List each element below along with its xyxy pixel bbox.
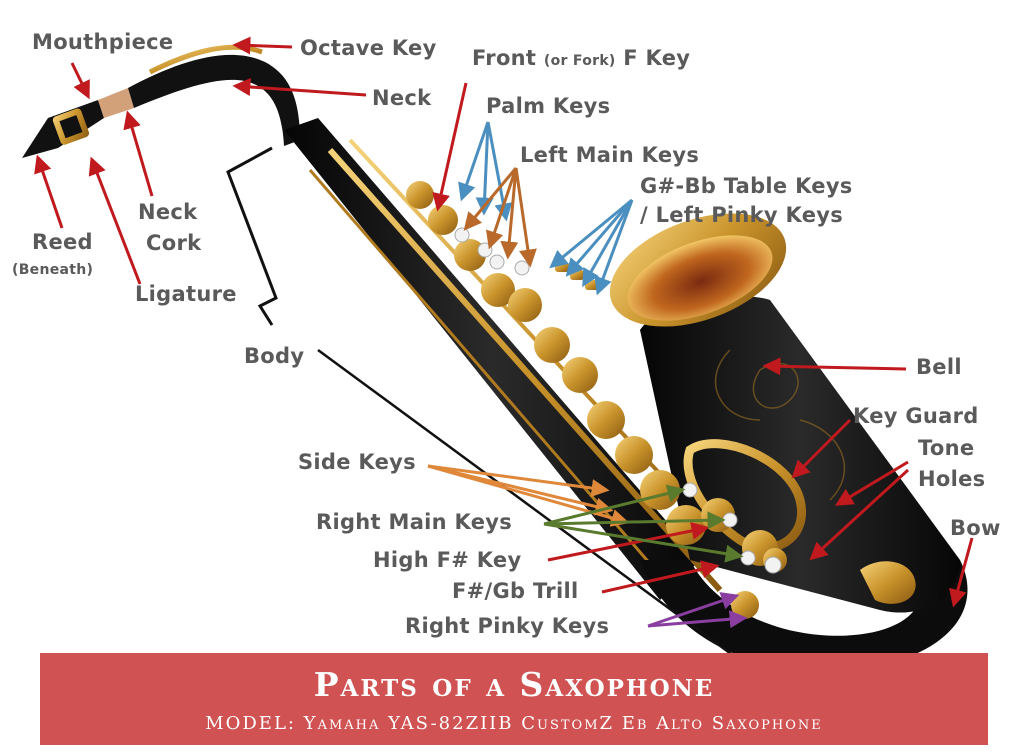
label-bell: Bell [916, 355, 962, 379]
label-left-main-keys: Left Main Keys [520, 143, 700, 167]
label-g-sharp-bb-line1: G#-Bb Table Keys [640, 174, 853, 198]
body-bracket [226, 146, 278, 326]
arrow-bow [949, 537, 974, 608]
label-tone-holes-line2: Holes [918, 467, 986, 491]
label-front-f-key-a: Front [472, 46, 537, 70]
banner-subtitle: MODEL: Yamaha YAS-82ZIIB CustomZ Eb Alto… [205, 713, 823, 734]
arrow-key-guard [791, 418, 852, 479]
arrow-neck-cork [123, 110, 154, 197]
arrow-bell [762, 357, 907, 376]
label-body: Body [244, 344, 305, 368]
arrow-octave-key [232, 36, 293, 55]
key-guard-shape [683, 439, 806, 553]
arrow-reed [34, 154, 64, 229]
label-tone-holes-line1: Tone [918, 436, 975, 460]
label-neck-cork-line2: Cork [146, 231, 202, 255]
label-front-f-key: Front (or Fork) F Key [472, 48, 690, 69]
label-palm-keys: Palm Keys [486, 94, 611, 118]
label-octave-key: Octave Key [300, 36, 437, 60]
arrow-mouthpiece [70, 62, 90, 100]
arrow-tone-holes-2 [809, 468, 910, 561]
label-mouthpiece: Mouthpiece [32, 30, 174, 54]
label-right-main-keys: Right Main Keys [316, 510, 513, 534]
label-high-f-sharp-key: High F# Key [373, 548, 522, 572]
arrow-ligature [88, 156, 142, 285]
arrow-f-sharp-trill [601, 560, 720, 594]
label-g-sharp-bb-line2: / Left Pinky Keys [640, 203, 844, 227]
bow-shape [640, 560, 968, 672]
banner-title: Parts of a Saxophone [313, 665, 715, 704]
arrow-high-f-sharp [547, 522, 710, 562]
arrow-neck [232, 78, 367, 97]
title-banner: Parts of a Saxophone MODEL: Yamaha YAS-8… [40, 653, 988, 745]
bell-shape [640, 296, 960, 613]
arrow-front-f-key [432, 82, 468, 212]
label-right-pinky-keys: Right Pinky Keys [405, 614, 610, 638]
label-neck: Neck [372, 86, 432, 110]
label-neck-cork-line1: Neck [138, 200, 198, 224]
neck-shape [128, 54, 300, 146]
label-f-sharp-gb-trill: F#/Gb Trill [452, 579, 579, 603]
neck-cork-shape [98, 88, 134, 118]
label-bow: Bow [950, 516, 1001, 540]
label-reed-note: (Beneath) [12, 262, 94, 278]
label-key-guard: Key Guard [853, 404, 979, 428]
arrow-tone-holes-1 [834, 460, 909, 506]
label-ligature: Ligature [135, 282, 237, 306]
mouthpiece-shape [22, 100, 104, 158]
label-front-f-key-b: (or Fork) [543, 53, 616, 69]
label-side-keys: Side Keys [298, 450, 416, 474]
label-reed: Reed [32, 230, 93, 254]
label-front-f-key-c: F Key [623, 46, 691, 70]
